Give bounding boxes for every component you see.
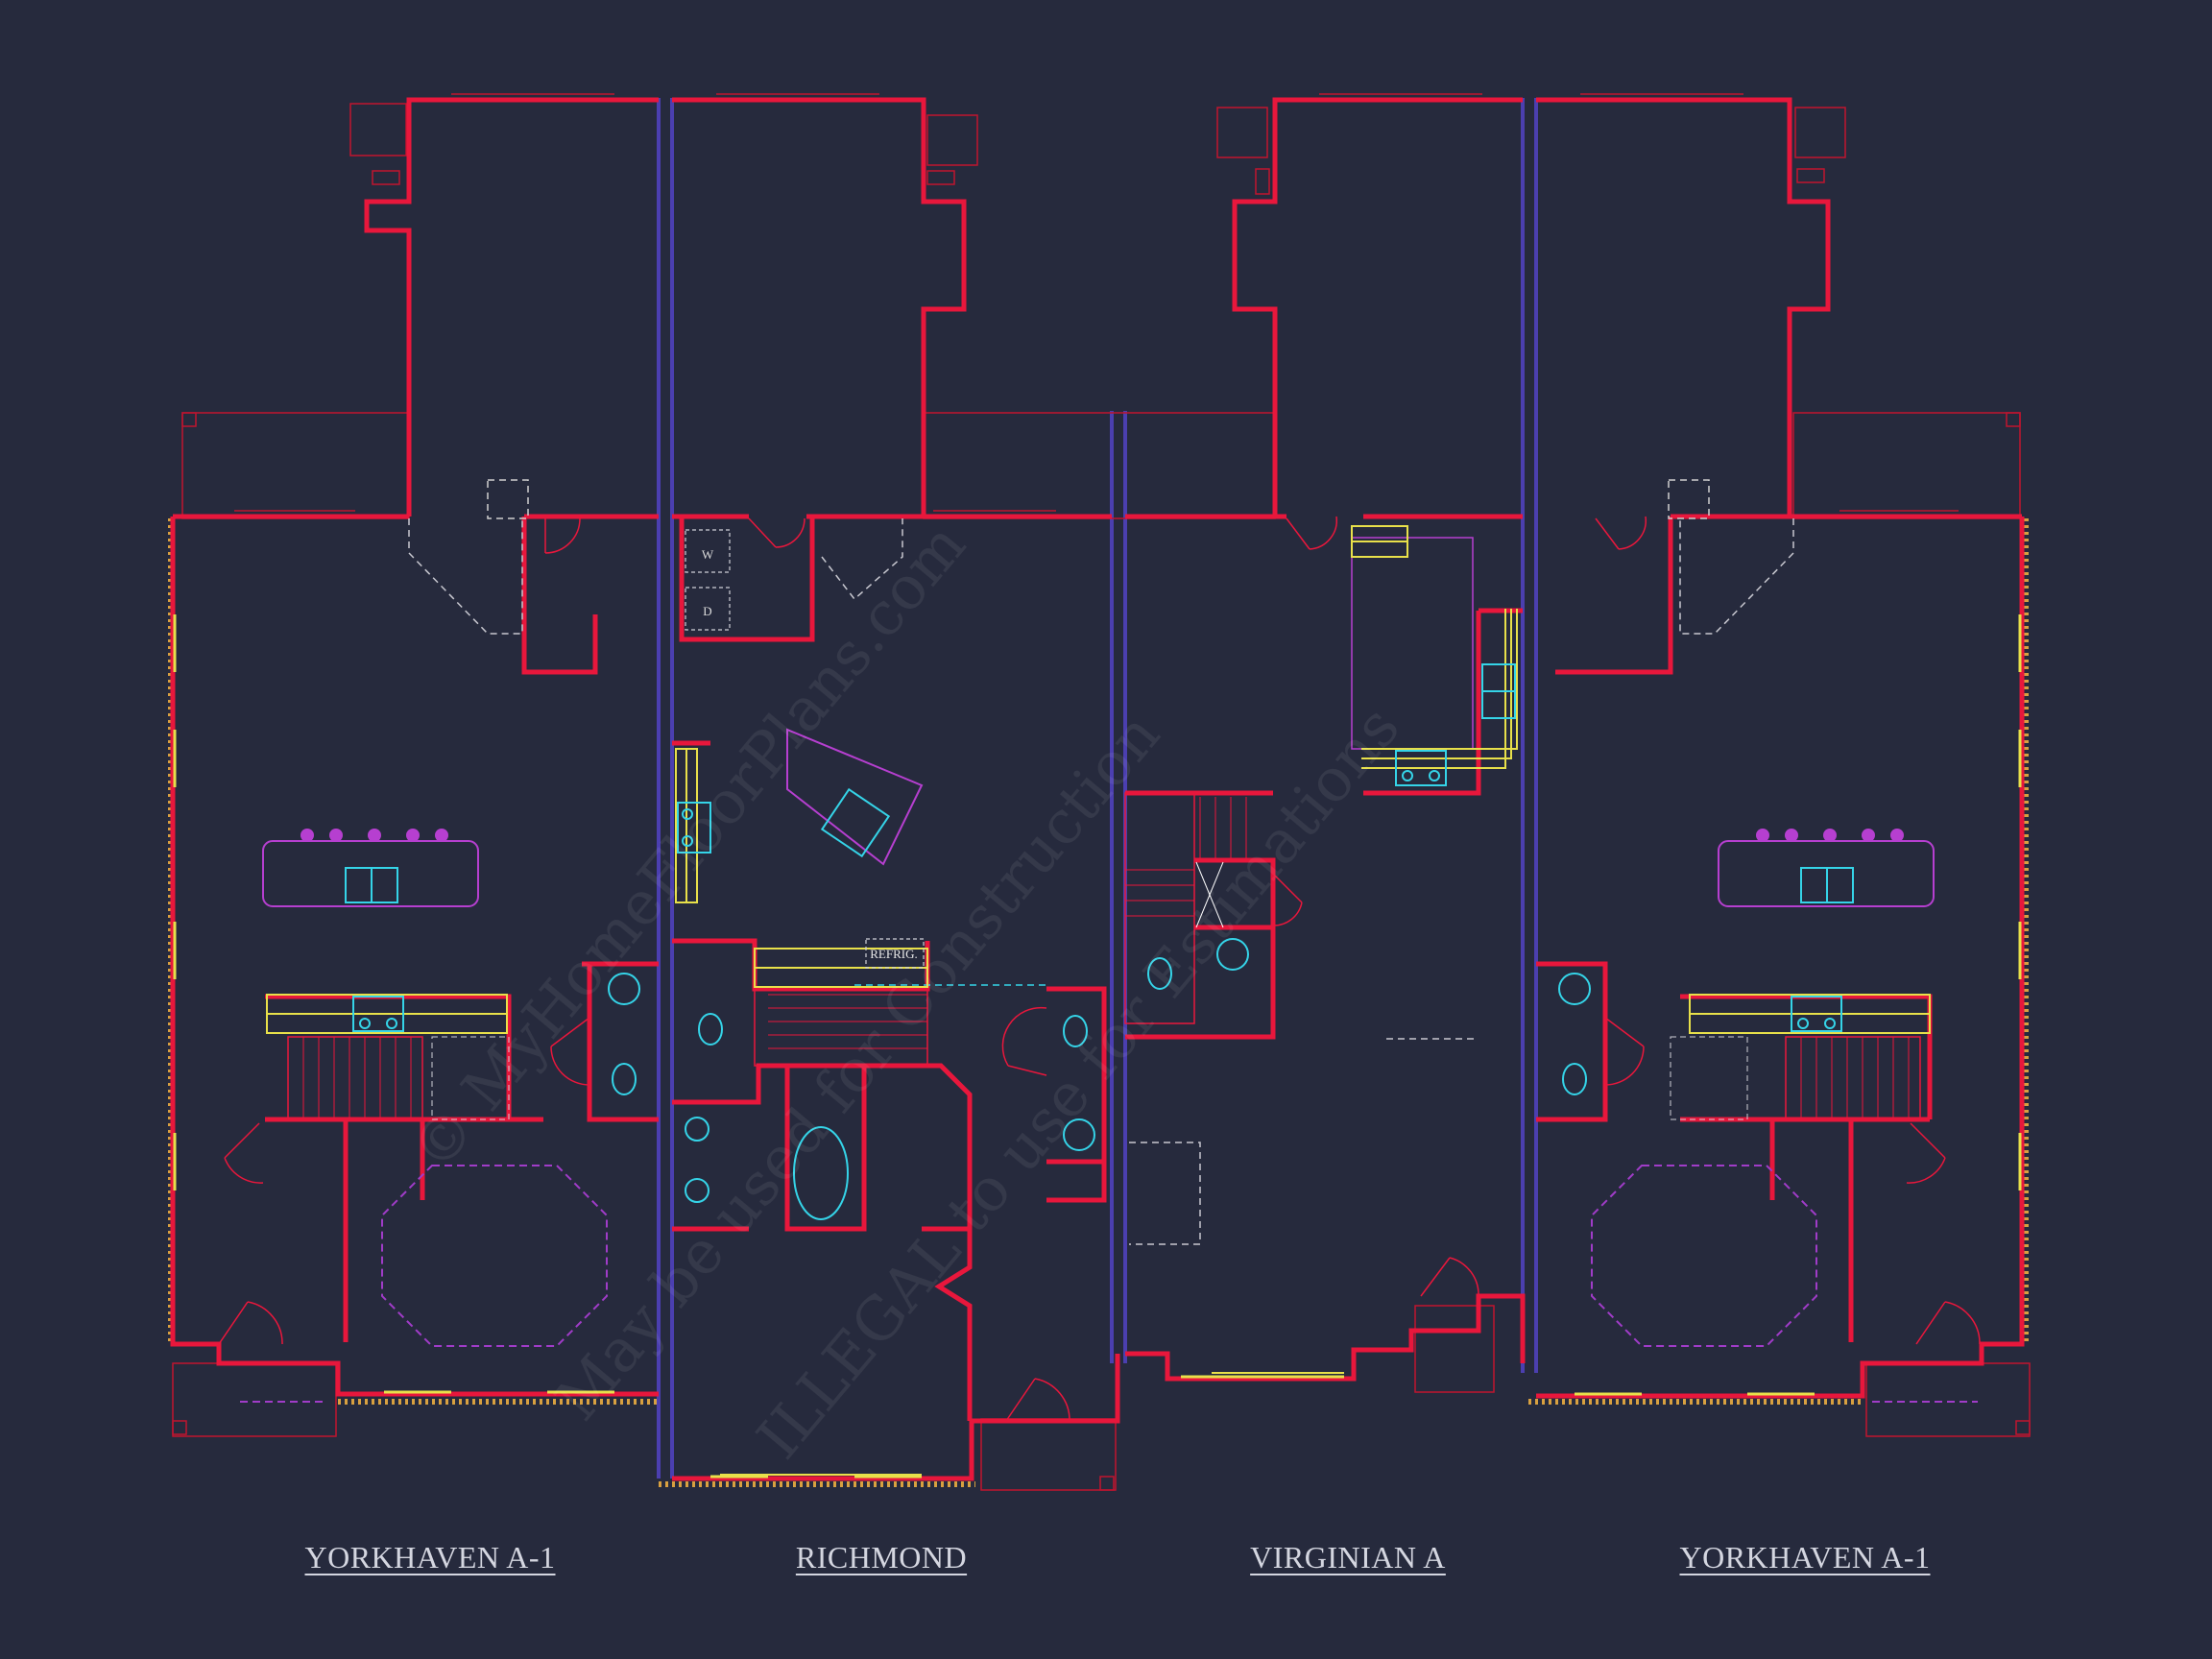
counters — [266, 525, 1931, 1476]
unit-label-yorkhaven-right: YORKHAVEN A-1 — [1679, 1540, 1931, 1575]
sunroom-windows — [234, 93, 1959, 512]
living-room-rugs — [240, 1165, 1978, 1403]
washer-label: W — [702, 547, 714, 562]
unit-label-virginian: VIRGINIAN A — [1250, 1540, 1446, 1575]
stairs — [287, 792, 1921, 1120]
refrigerator-label: REFRIG. — [870, 947, 917, 961]
dashed-elements — [408, 479, 1794, 1245]
windows — [173, 614, 2022, 1479]
unit-label-richmond: RICHMOND — [795, 1540, 968, 1575]
unit-label-yorkhaven-left: YORKHAVEN A-1 — [304, 1540, 556, 1575]
kitchen-islands — [262, 537, 1935, 907]
dryer-label: D — [703, 604, 711, 618]
fixtures — [345, 663, 1854, 1220]
party-walls — [657, 98, 1538, 1479]
porch-outlines — [172, 103, 2031, 1491]
appliances — [685, 529, 925, 969]
exterior-hatch — [168, 518, 2029, 1487]
door-swings — [218, 516, 1981, 1422]
exterior-walls — [170, 97, 2025, 1481]
